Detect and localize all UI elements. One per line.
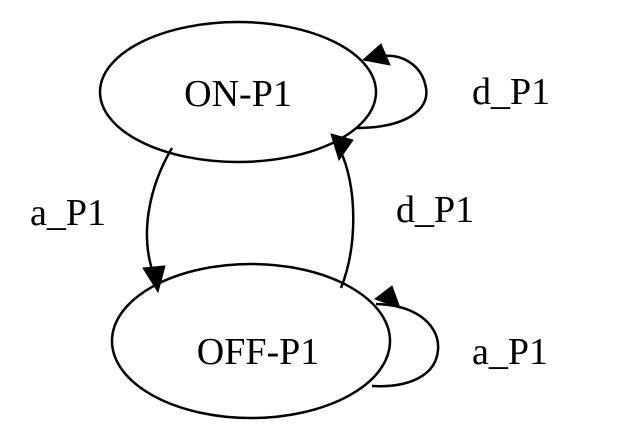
state-node-on: ON-P1	[98, 20, 378, 164]
state-node-off-label: OFF-P1	[197, 331, 320, 373]
edge-off-to-on-path	[338, 149, 355, 289]
edge-off-self-loop-path	[371, 302, 440, 388]
edge-on-self-loop: d_P1	[355, 43, 550, 130]
edge-off-self-loop: a_P1	[371, 285, 548, 388]
edge-on-to-off: a_P1	[30, 147, 174, 294]
edge-off-self-loop-arrowhead	[373, 285, 401, 309]
edge-on-self-loop-arrowhead	[361, 43, 391, 66]
edge-off-self-loop-label: a_P1	[472, 331, 548, 373]
state-node-off-shape	[110, 262, 392, 420]
state-node-on-label: ON-P1	[184, 73, 292, 115]
edge-on-self-loop-label: d_P1	[472, 71, 550, 113]
edge-on-to-off-arrowhead	[142, 265, 166, 294]
edge-on-to-off-path	[145, 147, 174, 279]
edge-off-to-on-label: d_P1	[396, 189, 474, 231]
edge-off-to-on-arrowhead	[330, 133, 354, 162]
state-node-on-shape	[98, 20, 378, 164]
state-node-off: OFF-P1	[110, 262, 392, 420]
edge-on-to-off-label: a_P1	[30, 192, 106, 234]
edge-on-self-loop-path	[355, 54, 428, 130]
edge-off-to-on: d_P1	[330, 133, 474, 289]
